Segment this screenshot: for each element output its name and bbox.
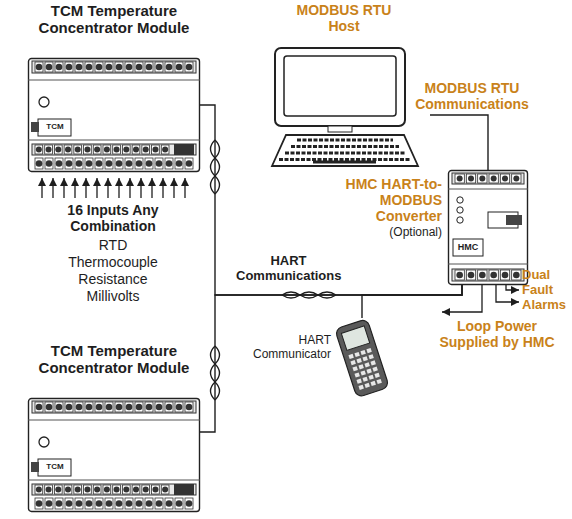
twisted-pair-symbol	[211, 140, 220, 194]
input-type: Resistance	[48, 271, 178, 287]
node-heading: TCM Temperature Concentrator Module	[19, 2, 209, 37]
input-type: RTD	[48, 237, 178, 253]
input-arrow	[173, 178, 174, 198]
module-drawing	[28, 58, 200, 172]
input-arrows	[42, 178, 185, 198]
loop-power-arrow	[442, 285, 482, 312]
device-badge-label: TCM	[39, 122, 71, 131]
input-arrow	[162, 178, 163, 198]
hmc-drawing	[448, 170, 528, 285]
alarm-arrow	[496, 285, 519, 302]
device-badge-label: HMC	[452, 242, 484, 252]
connector-label: MODBUS RTU Communications	[414, 80, 530, 112]
twisted-pair-symbol	[211, 346, 220, 400]
input-arrow	[151, 178, 152, 198]
wire-connector	[200, 105, 462, 295]
node-heading: TCM Temperature Concentrator Module	[19, 342, 209, 377]
input-arrow	[74, 178, 75, 198]
node-note: (Optional)	[312, 226, 442, 240]
input-arrow	[52, 178, 53, 198]
wire-connector	[200, 285, 462, 432]
input-arrow	[140, 178, 141, 198]
module-drawing	[28, 398, 200, 512]
alarm-label: Dual Fault Alarms	[522, 268, 570, 313]
inputs-heading: 16 Inputs Any Combination	[48, 202, 178, 234]
module-node: TCM Temperature Concentrator Module	[28, 58, 200, 172]
tcm-module-illustration	[28, 59, 200, 172]
hmc-converter-illustration	[448, 171, 528, 285]
input-arrow	[41, 178, 42, 198]
hmc-node: HMC HART-to-MODBUS Converter(Optional)	[448, 170, 528, 285]
wire-connector	[430, 115, 488, 170]
input-arrow	[63, 178, 64, 198]
node-heading: HMC HART-to-MODBUS Converter	[312, 176, 442, 224]
comm-drawing	[335, 318, 390, 398]
node-heading: MODBUS RTU Host	[289, 2, 399, 34]
wire-connector	[362, 285, 462, 318]
computer-illustration	[272, 48, 418, 166]
pc-node: MODBUS RTU Host	[258, 45, 430, 170]
input-type: Thermocouple	[48, 254, 178, 270]
hart-communicator-illustration	[335, 319, 390, 398]
pc-drawing	[258, 45, 430, 170]
connector-label: HART Communications	[236, 254, 341, 284]
alarm-arrow	[506, 285, 519, 290]
tcm-module-illustration	[28, 399, 200, 512]
node-heading: HART Communicator	[243, 334, 331, 362]
input-arrow	[96, 178, 97, 198]
input-type: Millivolts	[48, 288, 178, 304]
input-arrow	[107, 178, 108, 198]
input-arrow	[129, 178, 130, 198]
input-arrow	[85, 178, 86, 198]
power-label: Loop Power Supplied by HMC	[432, 318, 562, 350]
comm-node: HART Communicator	[335, 318, 390, 398]
module-node: TCM Temperature Concentrator Module	[28, 398, 200, 512]
device-badge-label: TCM	[39, 462, 71, 471]
input-arrow	[118, 178, 119, 198]
twisted-pair-symbol	[282, 292, 336, 298]
input-arrow	[184, 178, 185, 198]
